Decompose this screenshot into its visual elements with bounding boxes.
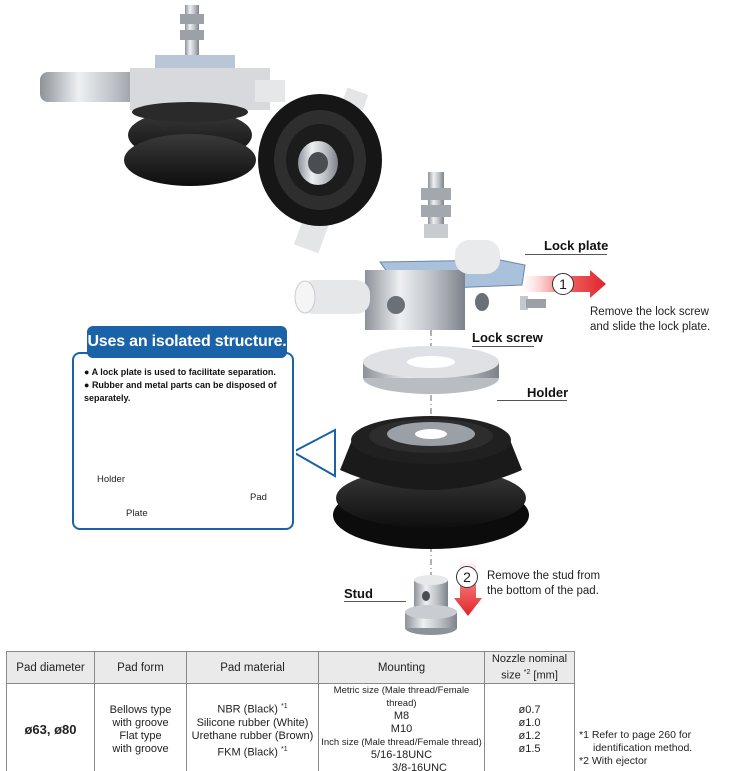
callout-plate-label: Plate [126, 508, 148, 519]
isolated-structure-callout [72, 352, 294, 530]
step1-badge: 1 [552, 273, 574, 295]
header-nozzle-size: Nozzle nominal size *2 [mm] [484, 651, 575, 684]
callout-bullets: ● A lock plate is used to facilitate sep… [84, 366, 290, 405]
cell-pad-form: Bellows type with groove Flat type with … [94, 683, 187, 771]
lock-screw-label: Lock screw [472, 330, 543, 345]
callout-bullet: ● Rubber and metal parts can be disposed… [84, 380, 277, 403]
lock-plate-body-image [294, 240, 546, 330]
step1-description: Remove the lock screw and slide the lock… [590, 306, 711, 333]
footnote-1: *1 Refer to page 260 for [579, 729, 692, 741]
callout-pad-label: Pad [250, 492, 267, 503]
cell-pad-material: NBR (Black) *1 Silicone rubber (White) U… [186, 683, 319, 771]
header-pad-form: Pad form [94, 651, 187, 684]
assembled-pad-side-image [40, 5, 285, 186]
footnotes: *1 Refer to page 260 for identification … [579, 729, 692, 768]
header-mounting: Mounting [318, 651, 485, 684]
table-header-row: Pad diameter Pad form Pad material Mount… [6, 651, 575, 684]
header-pad-diameter: Pad diameter [6, 651, 95, 684]
rubber-pad-image [333, 416, 529, 549]
footnote-1-cont: identification method. [593, 742, 693, 754]
cell-pad-diameter: ø63, ø80 [6, 683, 95, 771]
lock-plate-label: Lock plate [544, 238, 609, 253]
holder-ring-image [363, 346, 499, 394]
table-row: ø63, ø80 Bellows type with groove Flat t… [6, 683, 575, 771]
footnote-2: *2 With ejector [579, 755, 648, 767]
callout-holder-label: Holder [97, 474, 125, 485]
header-pad-material: Pad material [186, 651, 319, 684]
holder-label: Holder [527, 385, 569, 400]
step2-description: Remove the stud from the bottom of the p… [487, 570, 601, 597]
isolated-structure-title: Uses an isolated structure. [87, 326, 287, 358]
assembled-pad-front-image [258, 87, 382, 254]
cell-mounting: Metric size (Male thread/Female thread) … [318, 683, 485, 771]
stud-label: Stud [344, 586, 373, 601]
stud-image [405, 575, 457, 635]
step2-badge: 2 [456, 566, 478, 588]
callout-bullet: ● A lock plate is used to facilitate sep… [84, 367, 276, 377]
specification-table: Pad diameter Pad form Pad material Mount… [6, 651, 575, 771]
cell-nozzle-size: ø0.7 ø1.0 ø1.2 ø1.5 [484, 683, 575, 771]
exploded-bolt-image [421, 172, 451, 238]
